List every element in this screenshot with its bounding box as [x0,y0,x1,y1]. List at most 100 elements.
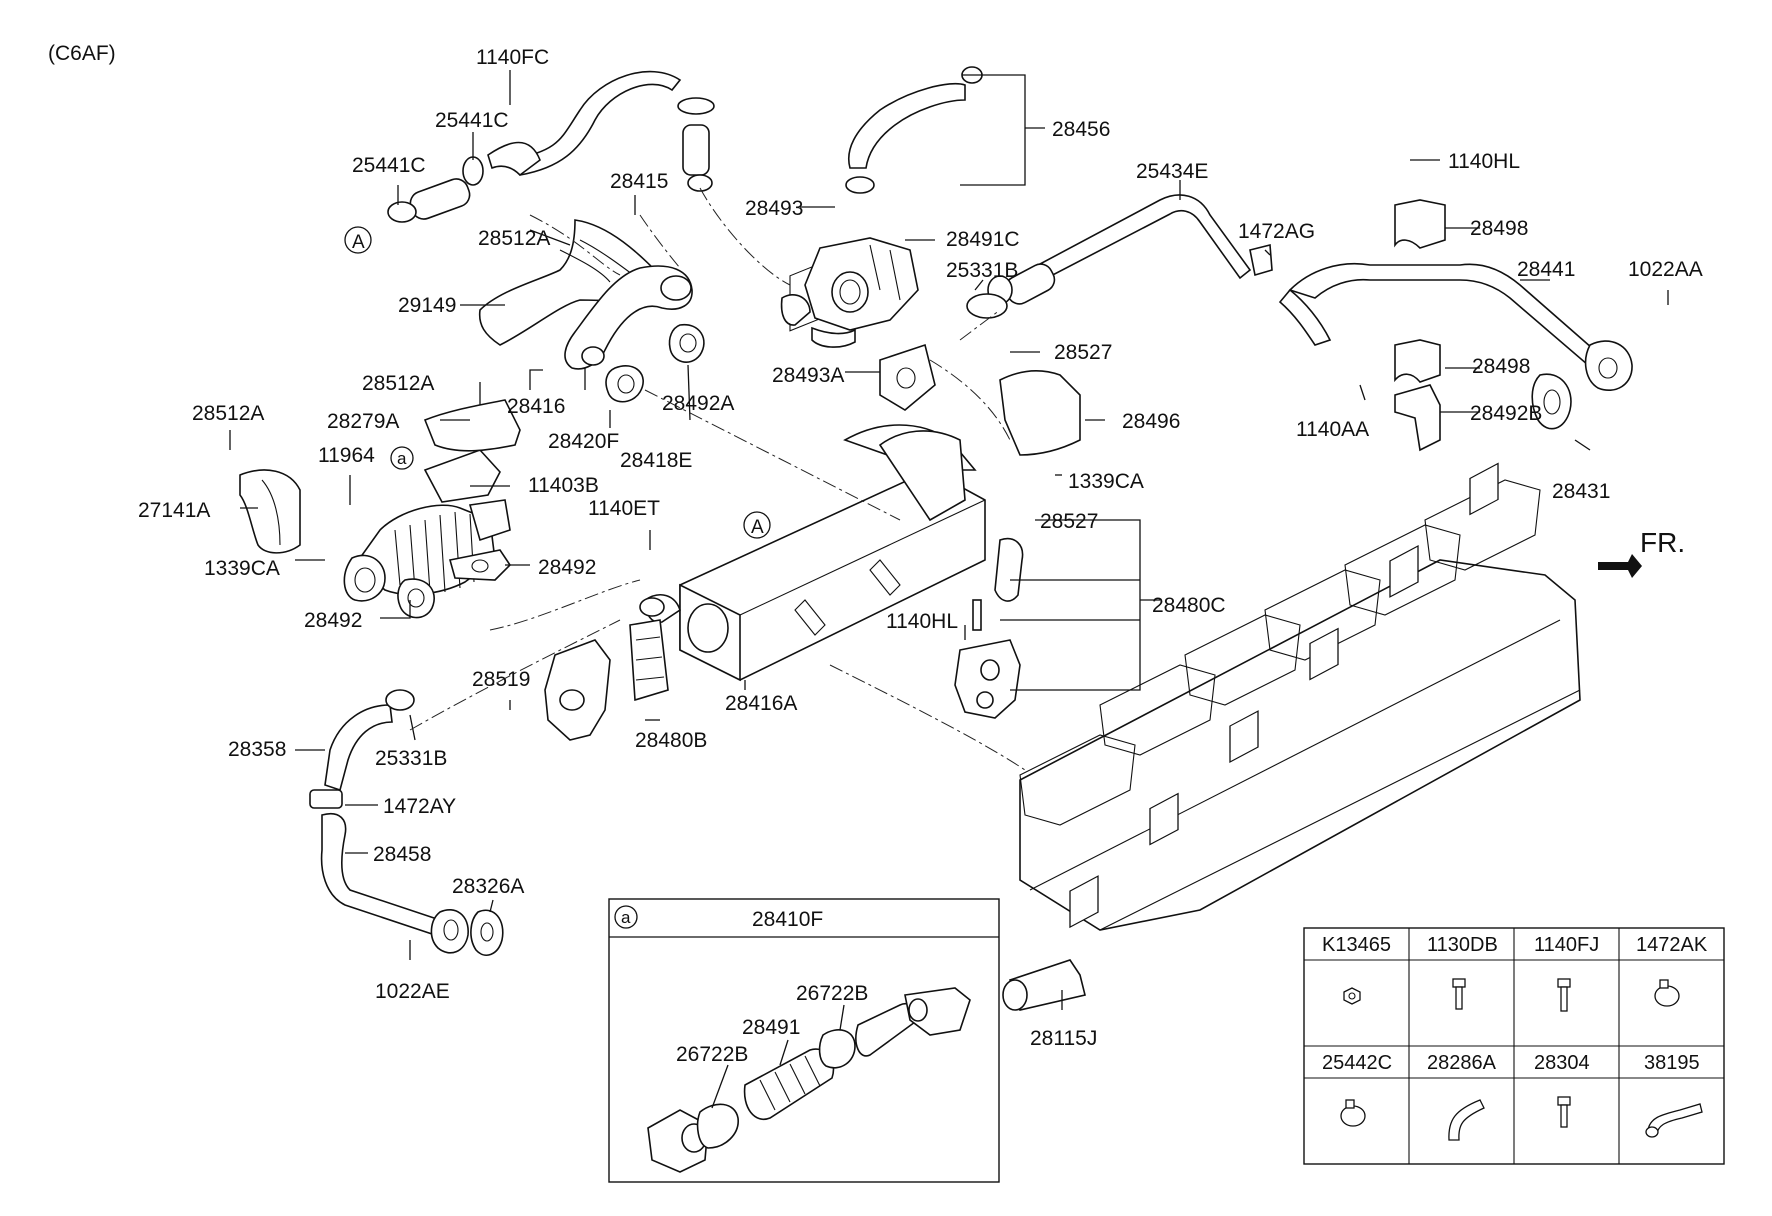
inset-marker: a [621,908,631,927]
gasket-28493A [879,343,936,411]
label-28431: 28431 [1552,480,1610,503]
label-28415: 28415 [610,170,668,193]
svg-text:A: A [352,232,365,253]
dashed-lines [409,187,1026,771]
label-25331B-lower: 25331B [375,747,447,770]
legend-28286A: 28286A [1427,1052,1497,1074]
legend-table: K13465 1130DB 1140FJ 1472AK 25442C 28286… [1303,927,1725,1165]
hose-28456 [845,66,983,194]
label-25331B-upper: 25331B [946,259,1018,282]
flange-bolt-icon [1557,978,1571,1012]
label-27141A: 27141A [138,499,210,522]
label-1472AY: 1472AY [383,795,456,818]
callout-A-left: A [344,226,372,254]
part-labels: 1140FC 25441C 25441C 28415 28512A 29149 … [138,46,1703,1050]
gasket-28431 [1531,373,1572,430]
label-28492-left: 28492 [304,609,362,632]
label-28491C: 28491C [946,228,1020,251]
label-28358: 28358 [228,738,286,761]
label-28441: 28441 [1517,258,1575,281]
label-1022AE: 1022AE [375,980,450,1003]
label-28512A-b: 28512A [362,372,434,395]
inset-box-28410F: a 28410F 26722B 28491 26722B [608,898,1000,1183]
label-28493: 28493 [745,197,803,220]
legend-38195: 38195 [1644,1052,1700,1074]
label-28420F: 28420F [548,430,619,453]
gasket-28492-right [448,549,512,581]
svg-text:a: a [397,449,407,468]
bracket-28498-lower [1394,339,1441,383]
pipe-28458 [320,813,469,954]
bracket-28480C [954,538,1024,719]
label-28115J: 28115J [1030,1027,1097,1050]
bolt-small-icon [1557,1096,1571,1128]
label-28416: 28416 [507,395,565,418]
label-1140HL-center: 1140HL [886,610,958,633]
label-28527-upper: 28527 [1054,341,1112,364]
leader-lines [229,70,1669,1010]
bracket-28498-upper [1394,199,1446,249]
pipe-25434E [966,194,1252,319]
label-26722B-left: 26722B [676,1043,748,1066]
label-28492A: 28492A [662,392,734,415]
label-28498-upper: 28498 [1470,217,1528,240]
cylinder-head [1019,462,1581,931]
label-28512A-c: 28512A [192,402,264,425]
bent-hose-icon [1448,1099,1485,1141]
label-28496: 28496 [1122,410,1180,433]
label-25441C-a: 25441C [435,109,509,132]
label-25434E: 25434E [1136,160,1208,183]
label-28458: 28458 [373,843,431,866]
label-26722B-right: 26722B [796,982,868,1005]
legend-1130DB: 1130DB [1427,934,1498,956]
label-11964: 11964 [318,444,375,467]
clamp-1472AG [1249,243,1273,277]
egr-cooler-28416A [639,258,986,682]
label-29149: 29149 [398,294,456,317]
bracket-28519 [544,639,611,741]
label-28480B: 28480B [635,729,707,752]
heat-shield-28496 [999,370,1081,456]
label-28456: 28456 [1052,118,1110,141]
callout-A-center: A [743,511,771,539]
label-1022AA: 1022AA [1628,258,1703,281]
label-28492-right: 28492 [538,556,596,579]
label-1140ET: 1140ET [588,497,660,520]
hose-clamp-icon [1654,979,1680,1007]
heat-shield-27141A [239,469,301,554]
bolt-icon [1452,978,1466,1010]
legend-1472AK: 1472AK [1636,934,1708,956]
gasket-28418E [605,365,644,403]
label-28418E: 28418E [620,449,692,472]
egr-valve-28491C [780,237,919,348]
svg-text:A: A [751,517,764,538]
hose-28358 [324,689,415,792]
hose-clamp-small-icon [1340,1099,1366,1127]
label-28498-lower: 28498 [1472,355,1530,378]
label-25441C-b: 25441C [352,154,426,177]
label-28512A-a: 28512A [478,227,550,250]
label-1140HL-right: 1140HL [1448,150,1520,173]
label-28416A: 28416A [725,692,797,715]
legend-25442C: 25442C [1322,1052,1392,1074]
label-1140AA: 1140AA [1296,418,1369,441]
label-28279A: 28279A [327,410,399,433]
label-28492B: 28492B [1470,402,1542,425]
model-code: (C6AF) [48,42,116,65]
legend-28304: 28304 [1534,1052,1590,1074]
label-11403B: 11403B [528,474,599,497]
egr-pipe-28420F [564,265,693,370]
legend-1140FJ: 1140FJ [1534,934,1599,956]
label-28493A: 28493A [772,364,844,387]
label-28527-lower: 28527 [1040,510,1098,533]
gasket-28492A [668,324,705,363]
gasket-28326A [470,909,504,956]
gasket-28492-left [397,578,435,619]
coolant-hose-upper-left [387,70,715,223]
label-1339CA-left: 1339CA [204,557,280,580]
label-28480C: 28480C [1152,594,1226,617]
label-28326A: 28326A [452,875,524,898]
callout-a-marker: a [390,446,414,470]
